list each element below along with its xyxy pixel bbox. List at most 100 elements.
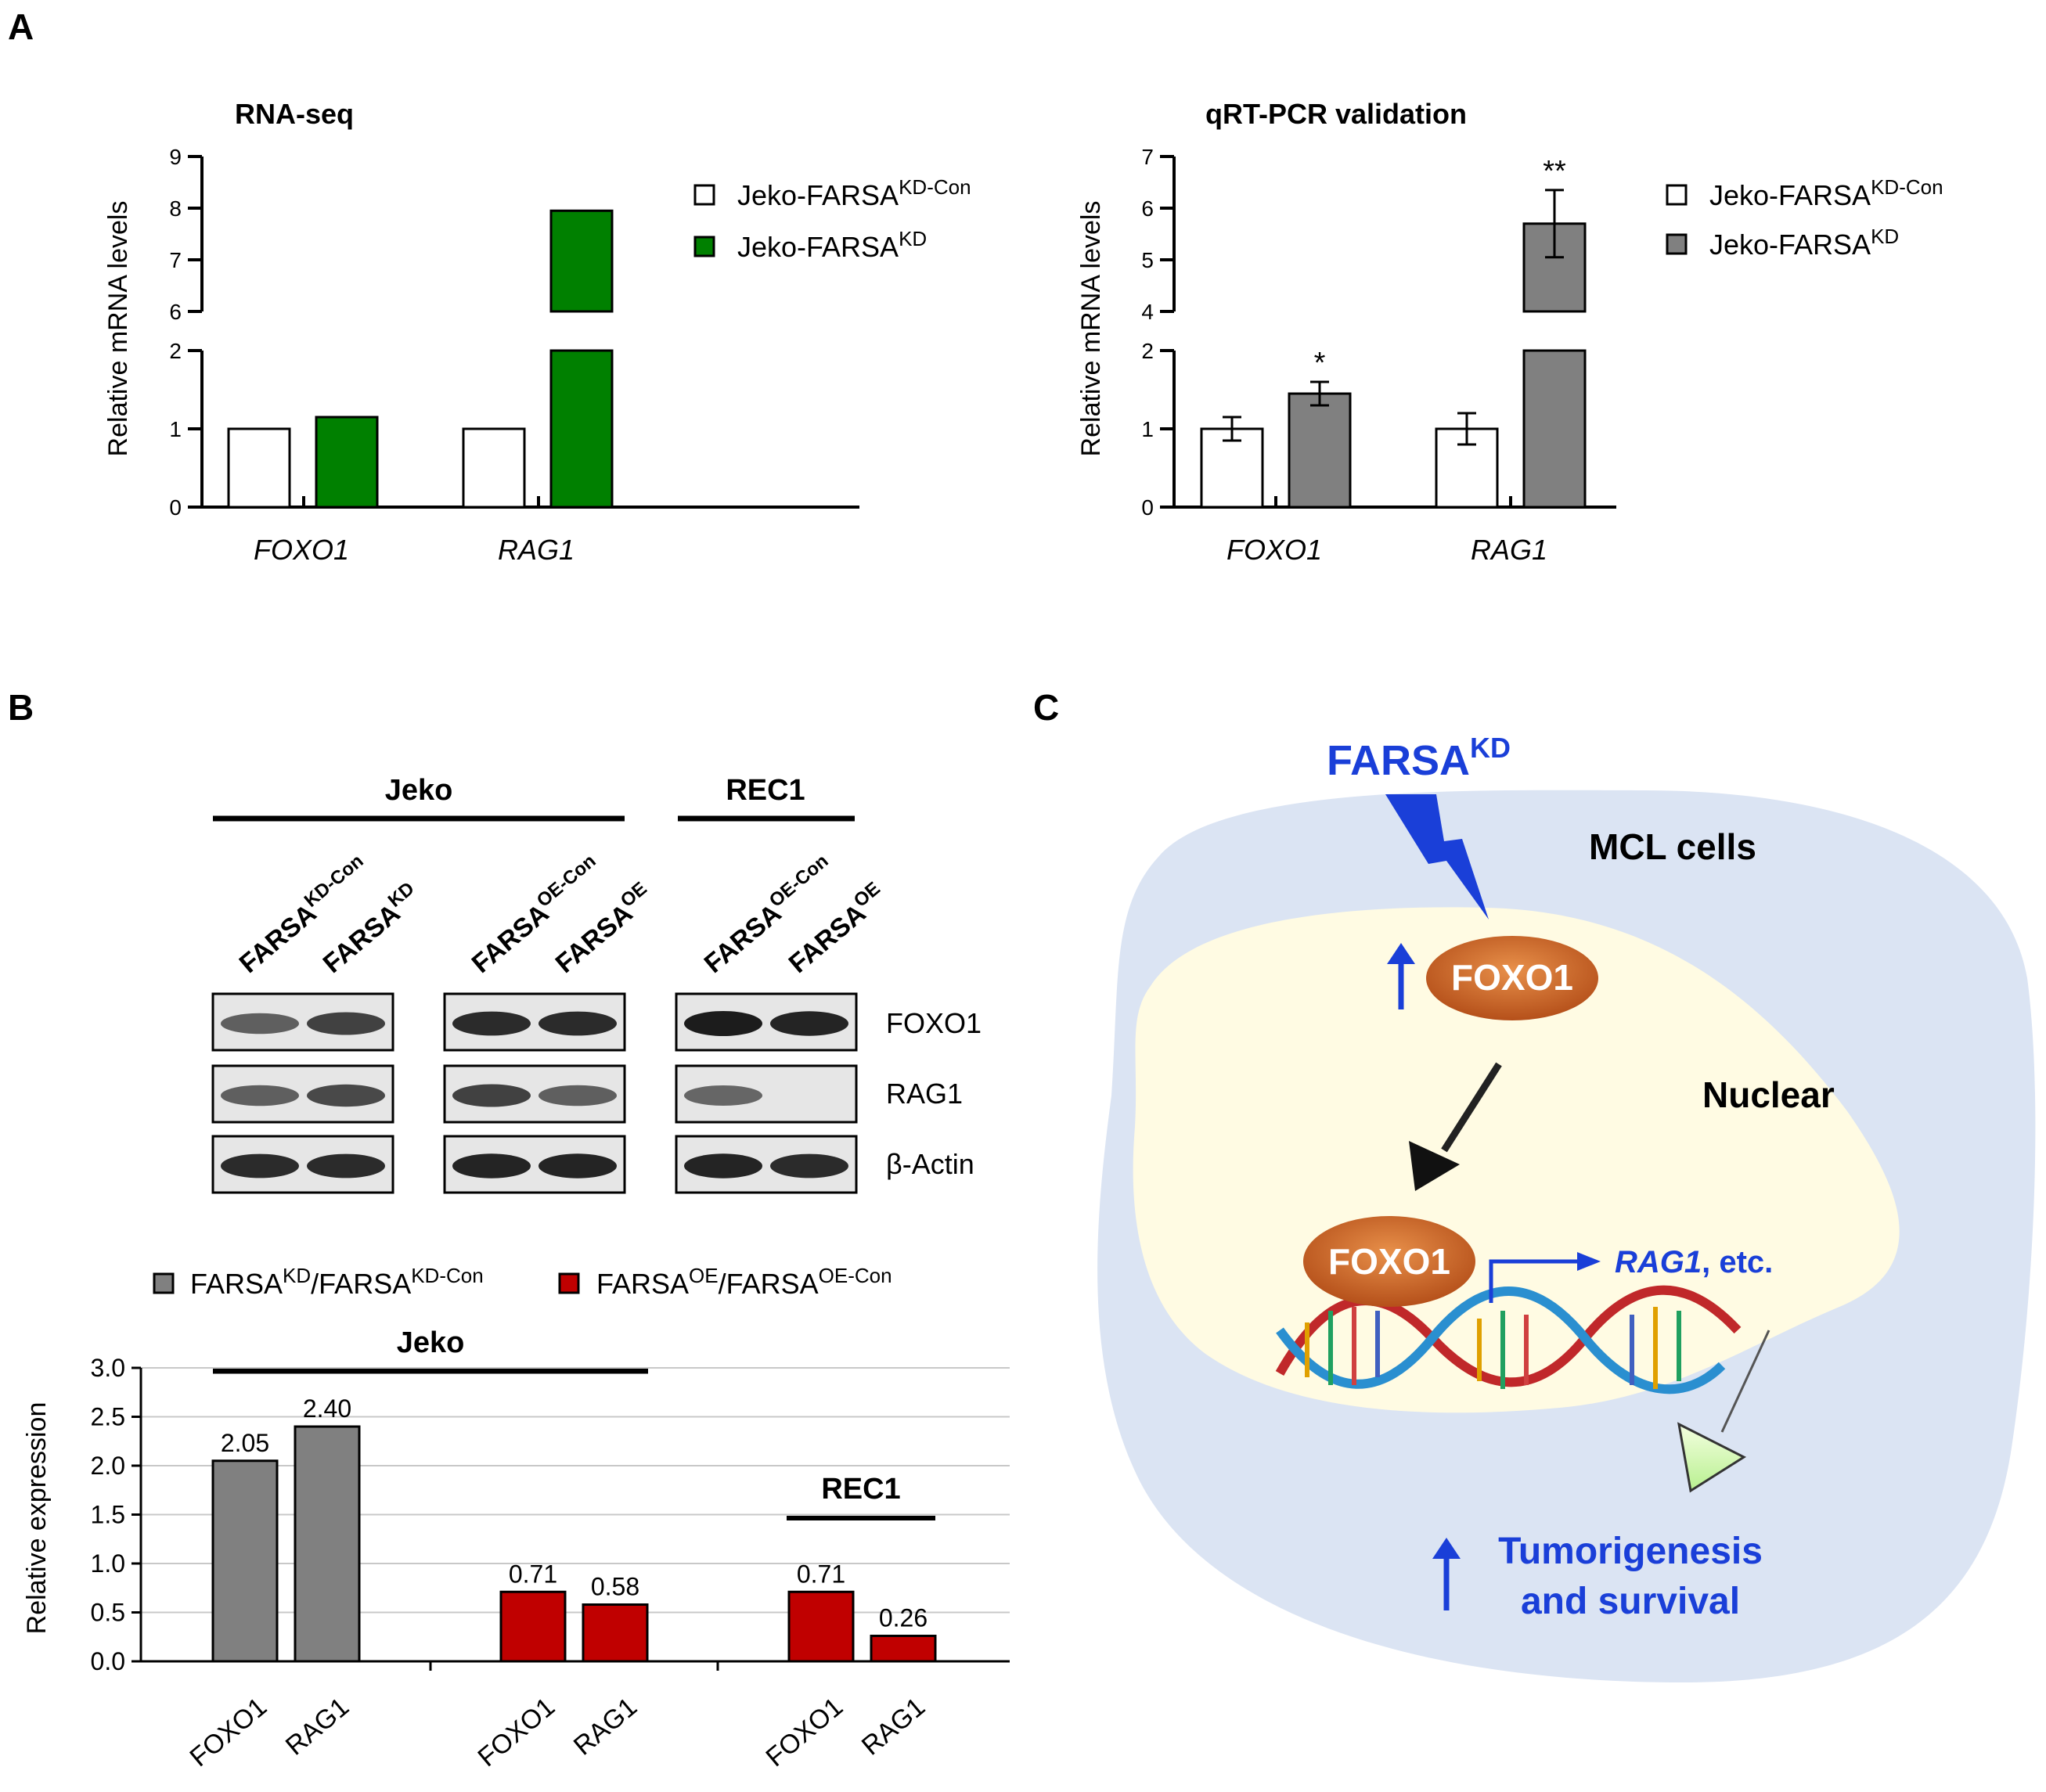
y-tick-label: 9 [169, 145, 182, 169]
blot-band [452, 1011, 531, 1036]
lane-labels: FARSAKD-ConFARSAKDFARSAOE-ConFARSAOEFARS… [234, 851, 884, 979]
lane-label-base: FARSA [550, 898, 639, 979]
legend-swatch-kd-ratio [153, 1272, 175, 1294]
translocation-arrow-icon [1409, 1062, 1502, 1191]
y-tick-label: 2 [1141, 339, 1154, 363]
y-tick-label: 2 [169, 339, 182, 363]
group-label-jeko: Jeko [385, 774, 453, 807]
y-axis-label: Relative mRNA levels [1076, 201, 1106, 457]
group-label-rec1: REC1 [726, 774, 805, 807]
bar-upper [1522, 222, 1587, 313]
row-label-rag1: RAG1 [886, 1078, 963, 1110]
y-tick-label: 0.5 [91, 1599, 125, 1627]
bar-value-label: 2.40 [303, 1394, 351, 1423]
blot-band [770, 1153, 848, 1178]
y-tick-label: 8 [169, 196, 182, 221]
panel-label-b: B [8, 687, 34, 728]
bars: *** [1200, 155, 1587, 509]
legend-swatch-oe-ratio [558, 1272, 580, 1294]
blot-band [539, 1085, 617, 1107]
blot-band [684, 1153, 762, 1178]
blot-band [770, 1011, 848, 1036]
y-tick-label: 1 [1141, 417, 1154, 441]
y-axis-label: Relative expression [22, 1402, 52, 1635]
bar [315, 416, 379, 509]
legend-swatch-kd-con [1666, 184, 1688, 206]
lane-label-sup: OE-Con [533, 851, 600, 912]
blot-band [452, 1084, 531, 1107]
bar-value-label: 0.26 [879, 1604, 928, 1632]
lightning-bolt-icon [1385, 794, 1489, 919]
legend: Jeko-FARSAKD-Con Jeko-FARSAKD [693, 175, 971, 263]
mechanism-diagram: FARSAKD MCL cells Nuclear FOXO1 [1097, 732, 2036, 1682]
panel-label-c: C [1033, 687, 1059, 728]
x-label-foxo1: FOXO1 [254, 534, 349, 566]
lane-label-base: FARSA [466, 898, 555, 979]
legend-label-kd-con: Jeko-FARSAKD-Con [1709, 175, 1943, 211]
chart-qrt-pcr: qRT-PCR validation Relative mRNA levels … [1076, 98, 1943, 566]
blot-band [452, 1153, 531, 1178]
y-tick-label: 0 [1141, 495, 1154, 520]
blot-band [221, 1153, 299, 1178]
bars [227, 209, 614, 509]
y-tick-label: 0.0 [91, 1647, 125, 1675]
significance-marker: ** [1543, 155, 1566, 188]
up-arrow-icon [1432, 1538, 1461, 1610]
lane-label-base: FARSA [699, 898, 787, 979]
bar [294, 1425, 361, 1663]
y-tick-label: 1 [169, 417, 182, 441]
bar [227, 427, 291, 509]
x-label-rag1: RAG1 [1471, 534, 1547, 566]
y-tick-label: 2.5 [91, 1403, 125, 1431]
bar [462, 427, 526, 509]
blot-band [307, 1012, 385, 1035]
blot-band [307, 1153, 385, 1178]
bar-value-label: 0.71 [797, 1560, 845, 1588]
legend-label-kd: Jeko-FARSAKD [737, 227, 927, 263]
foxo1-cytoplasm-label: FOXO1 [1451, 957, 1573, 998]
chart-title: qRT-PCR validation [1205, 98, 1467, 130]
group-label-rec1: REC1 [821, 1473, 900, 1506]
chart-title: RNA-seq [235, 98, 354, 130]
rag1-target-label: RAG1, etc. [1615, 1245, 1773, 1279]
farsa-kd-label: FARSAKD [1327, 732, 1511, 784]
y-tick-label: 0 [169, 495, 182, 520]
x-label-foxo1: FOXO1 [1227, 534, 1322, 566]
legend-label-oe-ratio: FARSAOE/FARSAOE-Con [596, 1264, 892, 1300]
group-label-jeko: Jeko [397, 1326, 465, 1359]
y-tick-label: 5 [1141, 248, 1154, 272]
outcome-line1: Tumorigenesis [1498, 1531, 1763, 1572]
bar [211, 1459, 279, 1663]
foxo1-cytoplasm [1426, 936, 1598, 1020]
significance-marker: * [1314, 347, 1326, 380]
y-tick-label: 3.0 [91, 1354, 125, 1382]
lane-label-sup: KD-Con [301, 851, 368, 912]
bar [1200, 427, 1264, 509]
legend-label-kd: Jeko-FARSAKD [1709, 225, 1899, 261]
category-label: RAG1 [568, 1692, 643, 1761]
legend-swatch-kd [693, 236, 715, 257]
category-label: FOXO1 [472, 1692, 560, 1772]
category-label: RAG1 [856, 1692, 931, 1761]
legend-swatch-kd [1666, 233, 1688, 255]
category-label: RAG1 [280, 1692, 355, 1761]
bar-value-label: 2.05 [221, 1429, 269, 1457]
blot-band [221, 1013, 299, 1035]
bar-value-label: 0.58 [591, 1573, 639, 1601]
chart-relative-expression: FARSAKD/FARSAKD-Con FARSAOE/FARSAOE-Con … [22, 1264, 1010, 1772]
x-label-rag1: RAG1 [498, 534, 575, 566]
blot-band [221, 1085, 299, 1107]
bar-lower [1522, 349, 1587, 509]
row-label-foxo1: FOXO1 [886, 1007, 982, 1039]
foxo1-nucleus-label: FOXO1 [1328, 1241, 1450, 1282]
mcl-cells-label: MCL cells [1589, 826, 1756, 867]
blot-band [684, 1085, 762, 1106]
bar [787, 1590, 855, 1663]
bar-value-label: 0.71 [509, 1560, 557, 1588]
transcription-arrow-icon [1489, 1252, 1601, 1303]
outcome-arrow-icon [1677, 1330, 1770, 1493]
bars: 2.05FOXO12.40RAG10.71FOXO10.58RAG10.71FO… [184, 1394, 937, 1772]
y-tick-label: 1.0 [91, 1549, 125, 1578]
